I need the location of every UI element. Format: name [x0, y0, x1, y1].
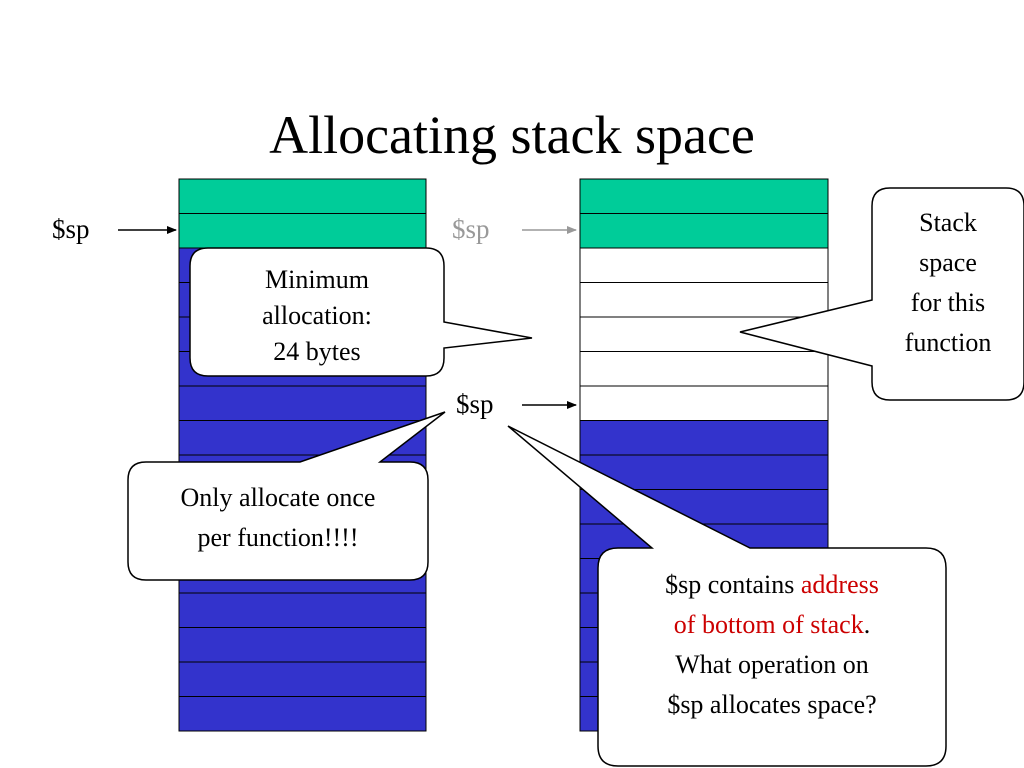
stack-space-bubble: [739, 187, 1024, 401]
contains-line-4: $sp allocates space?: [667, 690, 877, 719]
right-stack-cell-occupied: [579, 454, 829, 490]
contains-line-2: of bottom of stack.: [600, 605, 944, 645]
once-text: Only allocate once per function!!!!: [130, 478, 426, 558]
left-stack-cell-occupied: [178, 385, 427, 421]
right-stack-cell-occupied: [579, 420, 829, 456]
left-stack-cell-occupied: [178, 661, 427, 697]
right-stack-cell-free: [579, 247, 829, 283]
stack-space-line-1: Stack: [919, 208, 977, 237]
right-stack-cell-free: [579, 282, 829, 318]
contains-line-3: What operation on: [675, 650, 869, 679]
left-stack-cell-occupied: [178, 696, 427, 732]
stack-space-line-4: function: [904, 328, 992, 357]
contains-line-1: $sp contains address: [600, 565, 944, 605]
contains-pre: $sp contains: [665, 570, 801, 599]
sp-gray-label: $sp: [452, 214, 490, 244]
stack-space-text: Stack space for this function: [872, 203, 1024, 363]
right-stack-cell-frame-top: [579, 213, 829, 249]
slide-title: Allocating stack space: [269, 105, 755, 165]
stack-space-line-2: space: [919, 248, 977, 277]
once-line-1: Only allocate once: [180, 483, 376, 512]
min-alloc-line-2: allocation:: [262, 301, 372, 330]
contains-highlight-2: of bottom of stack: [673, 610, 864, 639]
once-bubble: [127, 411, 446, 581]
contains-post: .: [863, 610, 871, 639]
left-stack-cell-occupied: [178, 627, 427, 663]
right-stack-cell-free: [579, 385, 829, 421]
min-alloc-text: Minimum allocation: 24 bytes: [192, 262, 442, 370]
contains-highlight-1: address: [800, 570, 879, 599]
min-alloc-bubble: [189, 247, 533, 377]
left-stack-cell-occupied: [178, 592, 427, 628]
right-stack-cell-frame-top: [579, 178, 829, 214]
once-line-2: per function!!!!: [197, 523, 359, 552]
left-stack-cell-frame-top: [178, 178, 427, 214]
min-alloc-line-1: Minimum: [264, 265, 369, 294]
sp-left-label: $sp: [52, 214, 90, 244]
contains-text: $sp contains address of bottom of stack.…: [600, 565, 944, 725]
left-stack-cell-frame-top: [178, 213, 427, 249]
contains-bubble: [507, 425, 947, 767]
sp-mid-label: $sp: [456, 389, 494, 419]
min-alloc-line-3: 24 bytes: [273, 337, 361, 366]
stack-space-line-3: for this: [910, 288, 986, 317]
right-stack-cell-free: [579, 351, 829, 387]
